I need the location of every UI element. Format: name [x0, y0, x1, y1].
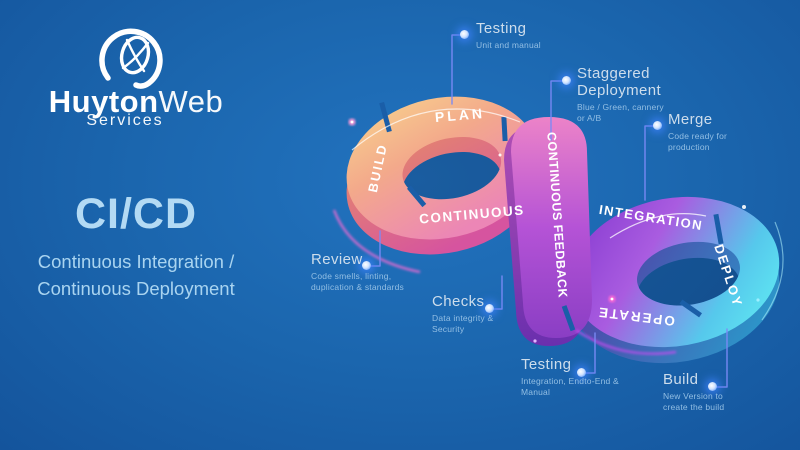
loop-label-deploy: DEPLOY [711, 242, 745, 309]
callout-dot-review [362, 261, 371, 270]
callout-review: Review Code smells, linting, duplication… [311, 251, 409, 293]
callout-title: Review [311, 251, 363, 268]
callout-title: Testing [521, 356, 572, 373]
callout-title: Build [663, 371, 699, 388]
brand-name-bold: Huyton [48, 84, 159, 119]
loop-label-continuous-feedback: CONTINUOUS FEEDBACK [544, 131, 570, 298]
callout-subtext: Data integrity & Security [432, 312, 494, 334]
callout-staggered-deployment: Staggered Deployment Blue / Green, canne… [577, 65, 665, 124]
callout-line-merge [644, 125, 659, 201]
callout-testing-top: Testing Unit and manual [476, 20, 586, 51]
brand-name: HuytonWeb [0, 84, 272, 120]
right-loop-side [570, 212, 780, 364]
callout-testing-bottom: Testing Integration, Endto-End & Manual [521, 356, 627, 398]
glow-streak [575, 329, 677, 355]
callout-line-testing-top [451, 34, 466, 105]
callout-subtext: Code smells, linting, duplication & stan… [311, 270, 404, 292]
loop-label-integration: INTEGRATION [598, 202, 704, 233]
loop-label-operate: OPERATE [596, 304, 676, 328]
brand-name-light: Web [158, 84, 224, 119]
segment-notch [713, 213, 724, 245]
right-loop-hole [637, 241, 740, 306]
callout-dot-checks [485, 304, 494, 313]
loop-label-plan: PLAN [434, 105, 485, 125]
callout-dot-build [708, 382, 717, 391]
left-loop-face [346, 96, 539, 240]
feedback-strip [504, 117, 592, 346]
callout-line-staggered [550, 80, 568, 141]
callout-checks: Checks Data integrity & Security [432, 293, 498, 335]
left-loop-hole [402, 138, 502, 202]
segment-notch [561, 305, 576, 332]
callout-dot-testing-bottom [577, 368, 586, 377]
callout-subtext: Blue / Green, cannery or A/B [577, 101, 664, 123]
subtitle-line-2: Continuous Deployment [37, 277, 235, 299]
callout-title: Staggered Deployment [577, 65, 662, 99]
sparkle [610, 297, 614, 301]
callout-subtext: Integration, Endto-End & Manual [521, 375, 619, 397]
streak [609, 213, 707, 239]
sparkle [756, 298, 760, 302]
sparkle [498, 153, 502, 157]
callout-title: Checks [432, 293, 485, 310]
callout-dot-staggered [562, 76, 571, 85]
callout-build: Build New Version to create the build [663, 371, 733, 413]
streak [351, 108, 521, 151]
callout-subtext: Code ready for production [668, 130, 728, 152]
page-title: CI/CD [74, 190, 198, 238]
feedback-strip-face [511, 117, 592, 338]
left-loop-side [346, 111, 539, 255]
callout-subtext: Unit and manual [476, 39, 541, 50]
brand-tagline: Services [86, 112, 164, 129]
page-subtitle: Continuous Integration / Continuous Depl… [0, 249, 272, 303]
callout-merge: Merge Code ready for production [668, 111, 728, 153]
segment-notch [501, 116, 508, 142]
callout-lines [366, 34, 728, 388]
loop-label-continuous: CONTINUOUS [419, 202, 526, 226]
callout-dot-merge [653, 121, 662, 130]
at-swirl-icon [99, 28, 163, 89]
segment-notch [679, 299, 702, 318]
logo: HuytonWeb Services [0, 0, 272, 150]
streak [761, 221, 784, 321]
subtitle-line-1: Continuous Integration / [37, 251, 235, 272]
callout-subtext: New Version to create the build [663, 390, 725, 412]
callout-title: Testing [476, 20, 527, 37]
sparkle [533, 339, 537, 343]
left-loop [346, 96, 539, 255]
page-title-block: CI/CD Continuous Integration / Continuou… [0, 190, 272, 303]
feedback-strip-side [504, 125, 585, 346]
sparkle [348, 118, 356, 126]
segment-notch [406, 185, 427, 208]
sparkle [608, 295, 616, 303]
segment-notch [379, 101, 392, 133]
right-loop-face [570, 196, 780, 348]
callout-dot-testing-top [460, 30, 469, 39]
sparkle [742, 205, 746, 209]
loop-label-build: BUILD [365, 142, 390, 194]
right-loop [570, 196, 780, 364]
sparkle [350, 120, 354, 124]
callout-title: Merge [668, 111, 713, 128]
